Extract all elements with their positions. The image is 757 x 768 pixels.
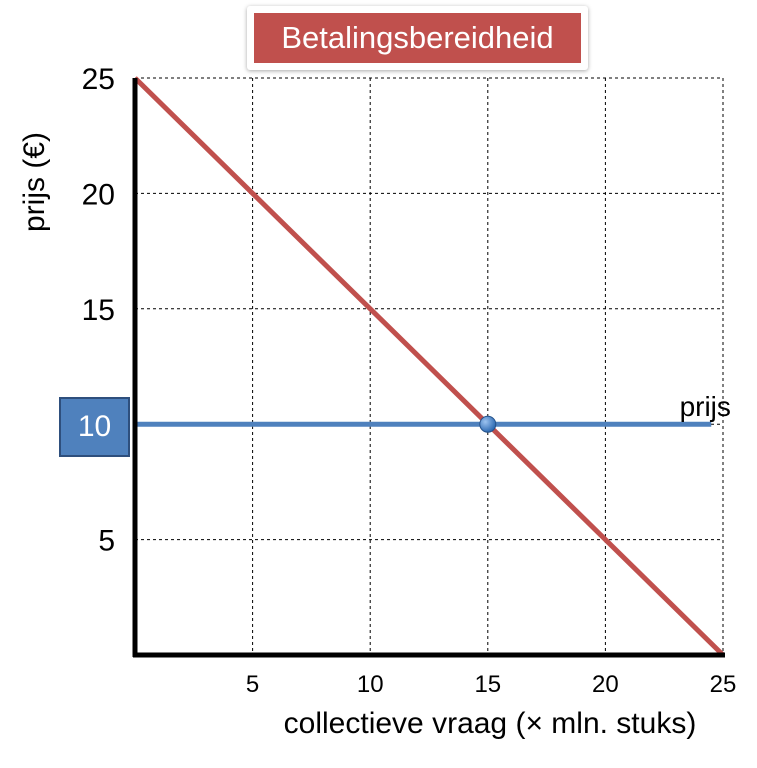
x-axis-label: collectieve vraag (× mln. stuks) [283, 707, 697, 740]
tick-labels: 5 10 15 20 25 5 15 20 25 [82, 63, 737, 698]
y-tick-label: 25 [82, 63, 115, 96]
chart-title-box: Betalingsbereidheid [247, 6, 588, 70]
x-tick-label: 15 [474, 671, 501, 698]
axes [132, 78, 725, 658]
y-tick-label: 15 [82, 294, 115, 327]
series-line-demand [133, 76, 725, 657]
series-label-prijs: prijs [680, 391, 731, 422]
price-highlight-label: 10 [59, 397, 130, 457]
x-tick-label: 25 [710, 671, 737, 698]
x-tick-label: 20 [592, 671, 619, 698]
x-tick-label: 10 [357, 671, 384, 698]
x-tick-label: 5 [246, 671, 259, 698]
y-tick-label: 20 [82, 178, 115, 211]
y-axis-label: prijs (€) [18, 132, 51, 233]
y-tick-label: 5 [98, 525, 115, 558]
series-group: prijs [133, 76, 731, 657]
chart-title: Betalingsbereidheid [254, 13, 581, 63]
intersection-point [479, 415, 497, 433]
